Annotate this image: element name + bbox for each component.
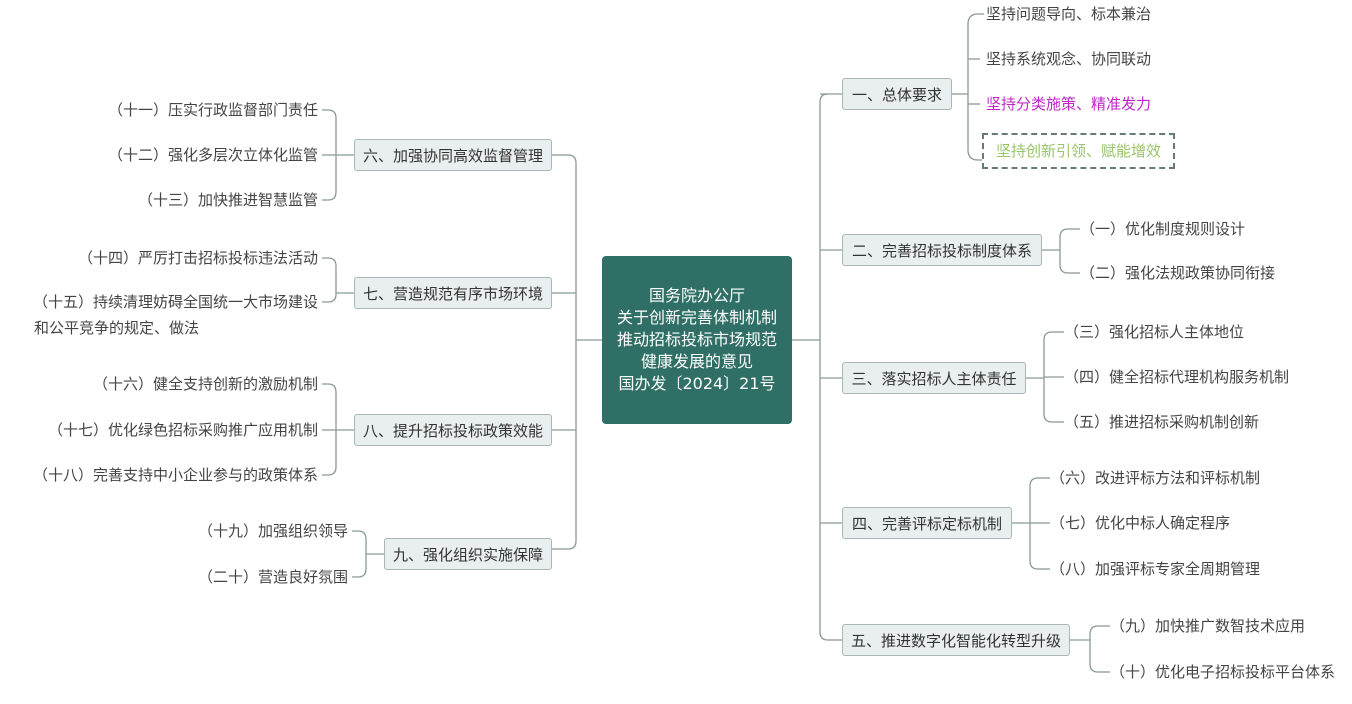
branch-market-environment[interactable]: 七、营造规范有序市场环境 — [354, 277, 552, 309]
leaf-item[interactable]: （十八）完善支持中小企业参与的政策体系 — [32, 466, 318, 484]
leaf-item-selected[interactable]: 坚持创新引领、赋能增效 — [982, 133, 1176, 169]
leaf-item[interactable]: （七）优化中标人确定程序 — [1050, 514, 1231, 532]
connector — [552, 154, 577, 550]
leaf-item[interactable]: （十三）加快推进智慧监管 — [137, 191, 318, 209]
branch-implementation-guarantee[interactable]: 九、强化组织实施保障 — [384, 538, 552, 570]
leaf-item-highlighted[interactable]: 坚持分类施策、精准发力 — [986, 95, 1152, 113]
leaf-item[interactable]: （十六）健全支持创新的激励机制 — [92, 375, 318, 393]
branch-policy-efficiency[interactable]: 八、提升招标投标政策效能 — [354, 414, 552, 446]
leaf-item[interactable]: （三）强化招标人主体地位 — [1064, 323, 1245, 341]
leaf-item[interactable]: 坚持问题导向、标本兼治 — [986, 5, 1152, 23]
leaf-item[interactable]: （五）推进招标采购机制创新 — [1064, 413, 1260, 431]
leaf-item[interactable]: （八）加强评标专家全周期管理 — [1050, 560, 1261, 578]
branch-general-requirements[interactable]: 一、总体要求 — [842, 78, 952, 110]
leaf-item[interactable]: （十）优化电子招标投标平台体系 — [1110, 663, 1336, 681]
leaf-item[interactable]: （一）优化制度规则设计 — [1080, 220, 1246, 238]
root-line: 国务院办公厅 — [648, 286, 745, 305]
leaf-item[interactable]: （四）健全招标代理机构服务机制 — [1064, 368, 1290, 386]
branch-tenderer-responsibility[interactable]: 三、落实招标人主体责任 — [842, 362, 1026, 394]
leaf-item[interactable]: （二十）营造良好氛围 — [197, 568, 348, 586]
branch-bidding-system[interactable]: 二、完善招标投标制度体系 — [842, 234, 1042, 266]
branch-supervision[interactable]: 六、加强协同高效监督管理 — [354, 139, 552, 171]
connector — [967, 13, 979, 161]
connector — [322, 257, 337, 303]
leaf-item[interactable]: （六）改进评标方法和评标机制 — [1050, 469, 1261, 487]
root-line: 健康发展的意见 — [640, 352, 753, 371]
leaf-item[interactable]: （九）加快推广数智技术应用 — [1110, 617, 1306, 635]
leaf-item[interactable]: （十二）强化多层次立体化监管 — [107, 146, 318, 164]
leaf-item[interactable]: （二）强化法规政策协同衔接 — [1080, 264, 1276, 282]
root-line: 关于创新完善体制机制 — [616, 308, 777, 327]
leaf-item[interactable]: （十五）持续清理妨碍全国统一大市场建设 — [32, 293, 318, 311]
connector — [1089, 625, 1099, 673]
root-node[interactable]: 国务院办公厅 关于创新完善体制机制 推动招标投标市场规范 健康发展的意见 国办发… — [602, 256, 792, 424]
leaf-item-continuation: 和公平竞争的规定、做法 — [34, 319, 200, 337]
root-line: 国办发〔2024〕21号 — [618, 374, 776, 393]
leaf-item[interactable]: （十四）严厉打击招标投标违法活动 — [77, 249, 318, 267]
leaf-item[interactable]: （十九）加强组织领导 — [197, 522, 348, 540]
leaf-item[interactable]: （十七）优化绿色招标采购推广应用机制 — [47, 421, 318, 439]
branch-digital-transformation[interactable]: 五、推进数字化智能化转型升级 — [842, 624, 1070, 656]
root-line: 推动招标投标市场规范 — [616, 330, 777, 349]
connector — [1059, 228, 1069, 274]
branch-evaluation-mechanism[interactable]: 四、完善评标定标机制 — [842, 507, 1012, 539]
leaf-item[interactable]: 坚持系统观念、协同联动 — [986, 50, 1152, 68]
leaf-item[interactable]: （十一）压实行政监督部门责任 — [107, 101, 318, 119]
connector — [352, 530, 367, 578]
connector — [819, 93, 829, 641]
